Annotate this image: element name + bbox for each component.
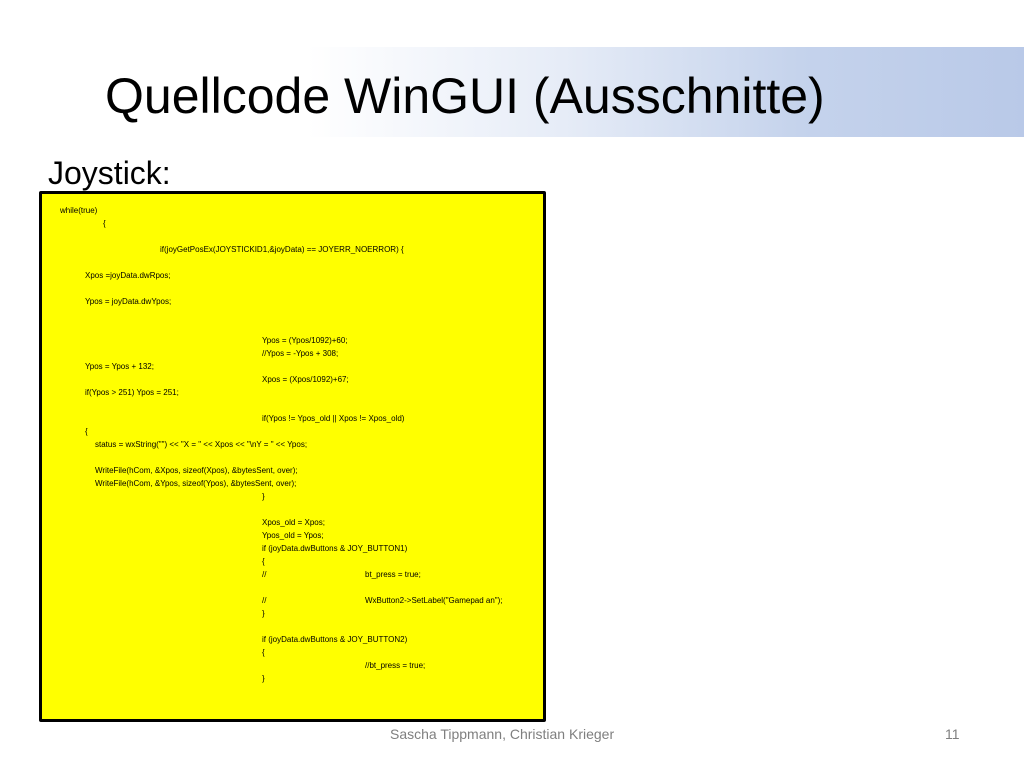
code-line: if(Ypos != Ypos_old || Xpos != Xpos_old) xyxy=(262,414,405,423)
footer-authors: Sascha Tippmann, Christian Krieger xyxy=(390,726,615,742)
code-line: WriteFile(hCom, &Xpos, sizeof(Xpos), &by… xyxy=(95,466,298,475)
slide-subtitle: Joystick: xyxy=(48,155,171,191)
code-line: Ypos = Ypos + 132; xyxy=(85,362,154,371)
code-line: if (joyData.dwButtons & JOY_BUTTON2) xyxy=(262,635,408,644)
code-line: } xyxy=(262,609,265,618)
code-line: Ypos = joyData.dwYpos; xyxy=(85,297,172,306)
code-line: //bt_press = true; xyxy=(365,661,426,670)
title-band xyxy=(0,47,1024,137)
page-number: 11 xyxy=(945,726,960,742)
code-line: { xyxy=(103,219,106,228)
code-line: // xyxy=(262,570,267,579)
code-line: } xyxy=(262,492,265,501)
code-line: Ypos = (Ypos/1092)+60; xyxy=(262,336,348,345)
code-line: } xyxy=(262,674,265,683)
code-line: if(joyGetPosEx(JOYSTICKID1,&joyData) == … xyxy=(160,245,404,254)
code-line: //Ypos = -Ypos + 308; xyxy=(262,349,339,358)
code-line: if(Ypos > 251) Ypos = 251; xyxy=(85,388,179,397)
slide-title: Quellcode WinGUI (Ausschnitte) xyxy=(105,68,825,124)
code-line: { xyxy=(262,557,265,566)
code-line: Xpos_old = Xpos; xyxy=(262,518,325,527)
code-line: Xpos =joyData.dwRpos; xyxy=(85,271,171,280)
code-line: { xyxy=(85,427,88,436)
code-line: Xpos = (Xpos/1092)+67; xyxy=(262,375,349,384)
code-line: while(true) xyxy=(60,206,98,215)
code-line: status = wxString("") << "X = " << Xpos … xyxy=(95,440,308,449)
code-line: WxButton2->SetLabel("Gamepad an"); xyxy=(365,596,503,605)
code-line: // xyxy=(262,596,267,605)
code-line: { xyxy=(262,648,265,657)
code-box: while(true) { if(joyGetPosEx(JOYSTICKID1… xyxy=(39,191,546,722)
code-line: WriteFile(hCom, &Ypos, sizeof(Ypos), &by… xyxy=(95,479,297,488)
code-line: if (joyData.dwButtons & JOY_BUTTON1) xyxy=(262,544,408,553)
code-line: bt_press = true; xyxy=(365,570,421,579)
code-line: Ypos_old = Ypos; xyxy=(262,531,324,540)
